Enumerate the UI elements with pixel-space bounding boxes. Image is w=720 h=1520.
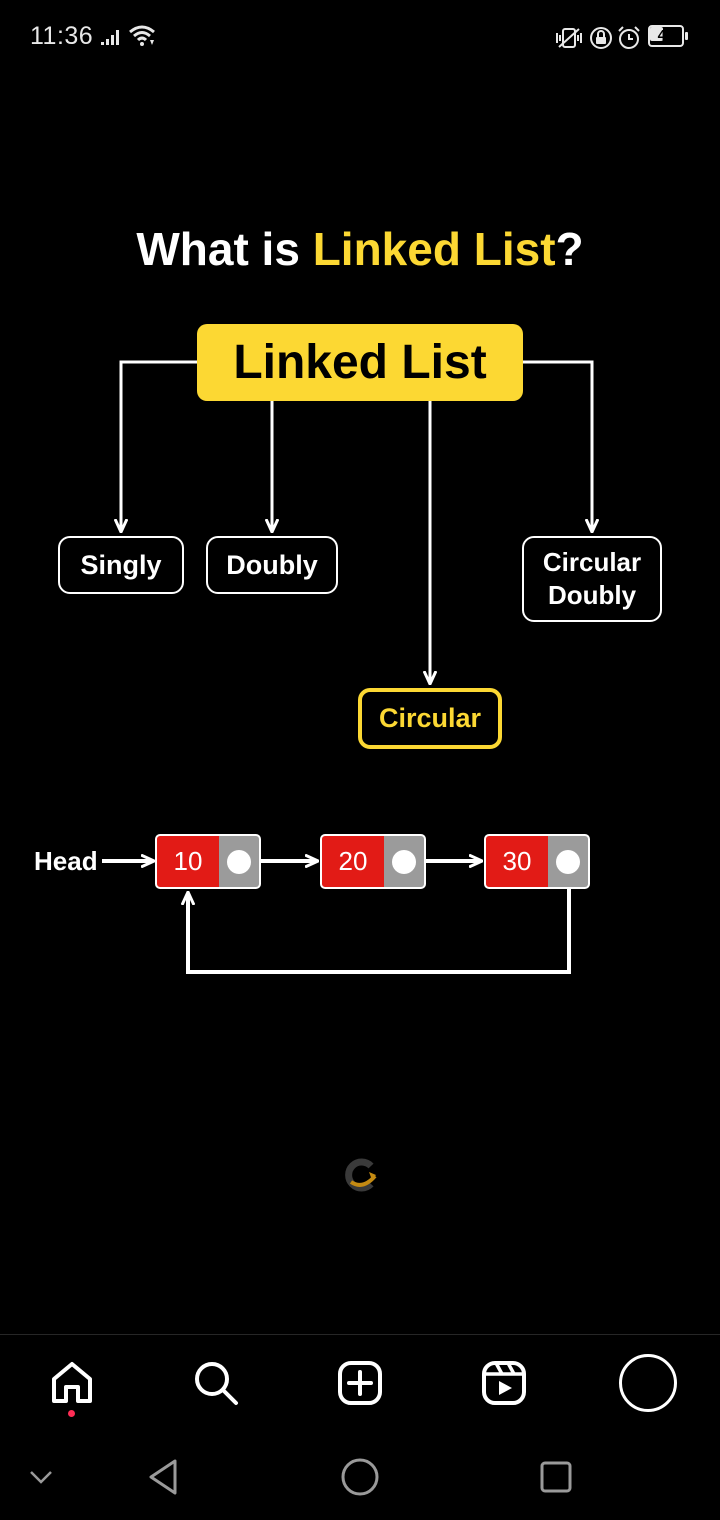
node-circular-doubly: Circular Doubly [522, 536, 662, 622]
circular-doubly-line-1: Circular [542, 547, 642, 577]
nav-search[interactable] [186, 1353, 246, 1413]
signal-icon [101, 30, 119, 45]
recents-icon [540, 1461, 572, 1493]
nav-create[interactable] [330, 1353, 390, 1413]
list-node-value: 20 [320, 834, 386, 889]
hide-nav-button[interactable] [16, 1452, 66, 1502]
battery-percent: 40 [657, 27, 675, 44]
reels-icon [482, 1361, 526, 1405]
list-node-pointer [384, 834, 426, 889]
alarm-icon [618, 26, 640, 49]
pointer-dot [227, 850, 251, 874]
recents-button[interactable] [531, 1452, 581, 1502]
title-part-2: ? [555, 223, 584, 275]
title-highlight: Linked List [312, 223, 556, 275]
head-label: Head [34, 846, 98, 876]
list-node: 10 [155, 834, 261, 889]
connector-circular-doubly [523, 360, 592, 530]
list-node-pointer [548, 834, 590, 889]
wifi-icon [129, 25, 155, 46]
root-node-linked-list: Linked List [197, 324, 523, 401]
back-icon [149, 1459, 177, 1495]
hide-nav-icon [30, 1471, 52, 1484]
node-singly: Singly [58, 536, 184, 594]
slide-title: What is Linked List? [0, 222, 720, 276]
connector-singly [121, 360, 197, 530]
list-node: 20 [320, 834, 426, 889]
nav-home[interactable] [42, 1353, 102, 1413]
back-button[interactable] [138, 1452, 188, 1502]
circular-doubly-line-2: Doubly [547, 580, 637, 610]
home-button[interactable] [335, 1452, 385, 1502]
vibrate-icon [556, 28, 582, 48]
list-node-value: 10 [155, 834, 221, 889]
list-node-value: 30 [484, 834, 550, 889]
create-icon [338, 1361, 382, 1405]
watermark-logo [345, 1158, 377, 1192]
home-icon [52, 1362, 92, 1403]
pointer-dot [556, 850, 580, 874]
diagram-connectors [102, 360, 720, 974]
profile-icon [619, 1354, 677, 1412]
circular-back-arrow [188, 862, 571, 974]
search-icon [195, 1362, 238, 1405]
battery-level [650, 27, 663, 41]
nav-profile[interactable] [618, 1353, 678, 1413]
title-part-1: What is [136, 223, 313, 275]
status-time: 11:36 [30, 22, 94, 50]
lock-rotation-icon [590, 27, 612, 49]
node-doubly: Doubly [206, 536, 338, 594]
nav-reels[interactable] [474, 1353, 534, 1413]
status-bar: 11:36 40 [0, 0, 720, 76]
node-circular-highlighted: Circular [358, 688, 502, 749]
battery-icon: 40 [648, 25, 688, 47]
home-circle-icon [341, 1458, 379, 1496]
pointer-dot [392, 850, 416, 874]
system-nav [0, 1434, 720, 1520]
notification-dot [68, 1410, 75, 1417]
bottom-nav [0, 1334, 720, 1434]
list-node: 30 [484, 834, 590, 889]
list-node-pointer [219, 834, 261, 889]
